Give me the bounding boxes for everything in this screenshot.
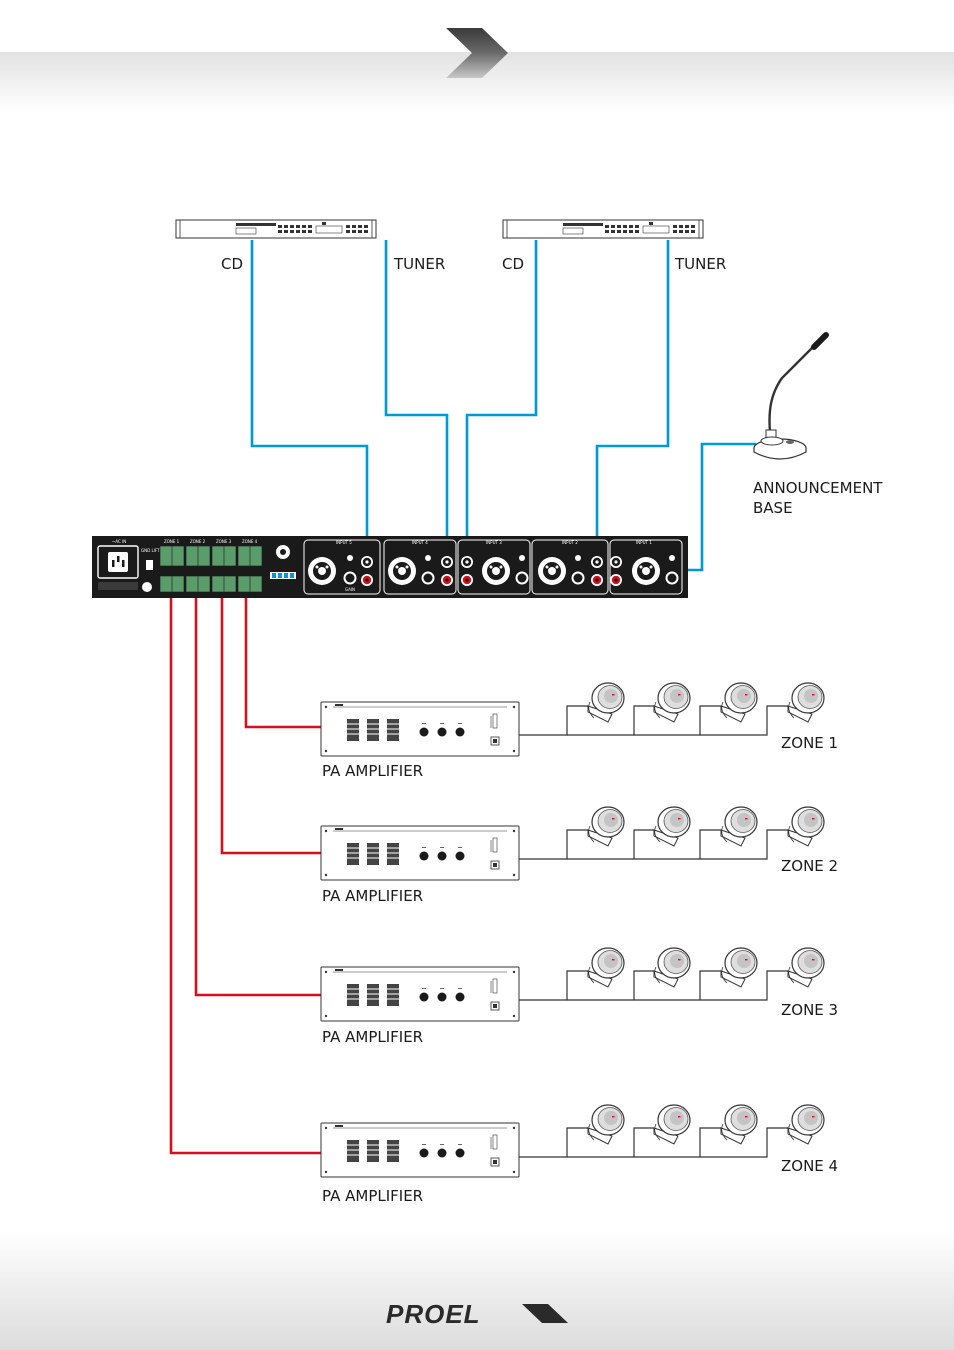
cable-tuner1 <box>384 240 449 580</box>
zone-3-speakers <box>587 947 825 988</box>
gain-label: GAIN <box>345 587 355 592</box>
mixer-rear-panel: ~AC IN GND LIFT ZONE 1 ZONE 2 ZONE 3 ZON… <box>92 536 688 598</box>
cable-zone2 <box>220 566 322 855</box>
mixer-zone-1-label: ZONE 1 <box>164 539 180 544</box>
label-zone-1: ZONE 1 <box>781 734 838 752</box>
label-pa-amplifier-3: PA AMPLIFIER <box>322 1028 423 1046</box>
input-4-label: INPUT 4 <box>412 540 428 545</box>
label-zone-3: ZONE 3 <box>781 1001 838 1019</box>
cable-zone3 <box>194 566 322 997</box>
zone-1-speakers <box>587 682 825 723</box>
zone-cables <box>169 566 322 1155</box>
speaker-icon <box>720 947 758 988</box>
speaker-icon <box>787 806 825 847</box>
speaker-icon <box>653 682 691 723</box>
zone-4-speakers <box>587 1104 825 1145</box>
label-zone-4: ZONE 4 <box>781 1157 838 1175</box>
input-5-label: INPUT 5 <box>336 540 352 545</box>
label-announcement: ANNOUNCEMENT <box>753 479 883 497</box>
speaker-icon <box>587 1104 625 1145</box>
chevron-icon <box>446 28 508 78</box>
mixer-zone-2-label: ZONE 2 <box>190 539 206 544</box>
gnd-lift-label: GND LIFT <box>141 548 160 553</box>
label-announcement-base: BASE <box>753 499 793 517</box>
cd-player-1 <box>175 219 377 239</box>
pa-amplifier-3 <box>320 966 520 1022</box>
label-pa-amplifier-4: PA AMPLIFIER <box>322 1187 423 1205</box>
label-zone-2: ZONE 2 <box>781 857 838 875</box>
brand-name: PROEL <box>386 1299 481 1329</box>
speaker-icon <box>720 1104 758 1145</box>
speaker-icon <box>587 682 625 723</box>
pa-amplifier-1 <box>320 701 520 757</box>
label-pa-amplifier-1: PA AMPLIFIER <box>322 762 423 780</box>
label-pa-amplifier-2: PA AMPLIFIER <box>322 887 423 905</box>
speaker-icon <box>720 682 758 723</box>
speaker-icon <box>787 682 825 723</box>
speaker-wiring <box>519 705 788 1158</box>
cable-tuner2 <box>595 240 670 580</box>
cable-cd2 <box>465 240 538 580</box>
speaker-icon <box>720 806 758 847</box>
mixer-zone-4-label: ZONE 4 <box>242 539 258 544</box>
speaker-icon <box>587 947 625 988</box>
input-1-label: INPUT 1 <box>636 540 652 545</box>
input-3-label: INPUT 3 <box>486 540 502 545</box>
cable-zone4 <box>169 566 322 1155</box>
speaker-icon <box>653 947 691 988</box>
speaker-icon <box>587 806 625 847</box>
announcement-microphone-icon <box>753 332 829 460</box>
speaker-icon <box>787 947 825 988</box>
label-tuner-2: TUNER <box>674 255 726 273</box>
label-cd-1: CD <box>221 255 243 273</box>
signal-cables <box>250 240 756 580</box>
pa-amplifier-2 <box>320 825 520 881</box>
cable-cd1 <box>250 240 369 580</box>
cable-zone1 <box>244 566 322 729</box>
mixer-zone-3-label: ZONE 3 <box>216 539 232 544</box>
label-cd-2: CD <box>502 255 524 273</box>
input-2-label: INPUT 2 <box>562 540 578 545</box>
pa-amplifier-4 <box>320 1122 520 1178</box>
ac-in-label: ~AC IN <box>112 539 126 544</box>
cd-player-2 <box>502 219 704 239</box>
speaker-icon <box>787 1104 825 1145</box>
speaker-icon <box>653 806 691 847</box>
zone-2-speakers <box>587 806 825 847</box>
speaker-icon <box>653 1104 691 1145</box>
label-tuner-1: TUNER <box>393 255 445 273</box>
footer-band <box>0 1230 954 1350</box>
proel-logo: PROEL <box>386 1299 568 1329</box>
